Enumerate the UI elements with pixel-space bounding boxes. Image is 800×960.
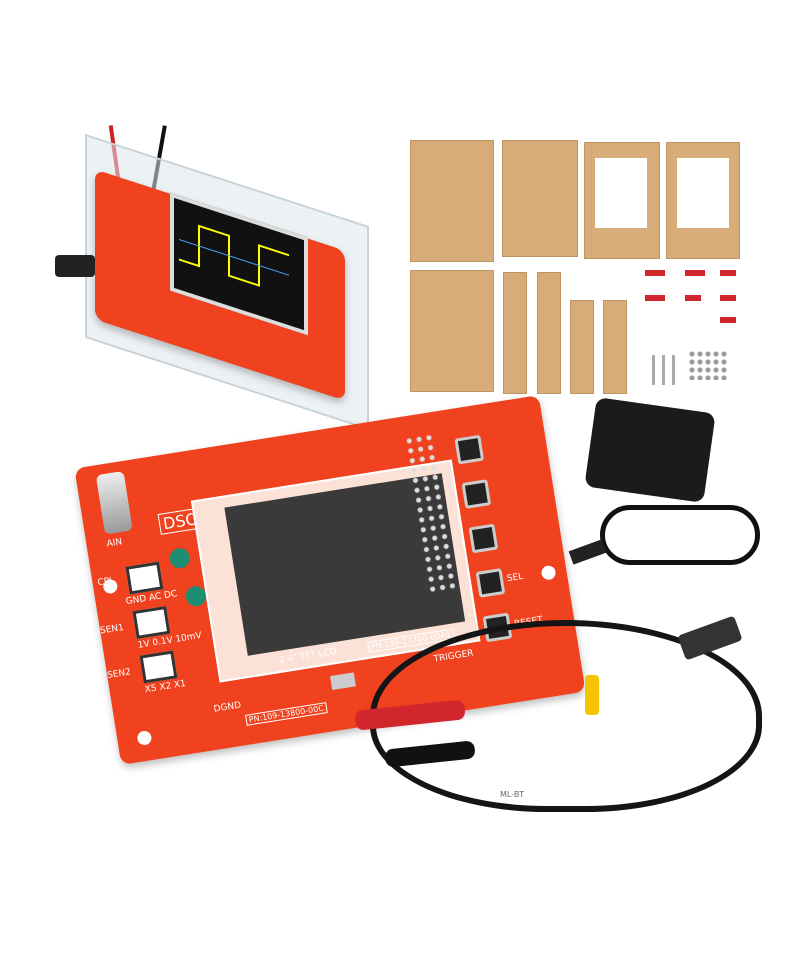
button-plus[interactable] <box>461 479 492 509</box>
case-screen <box>170 192 308 336</box>
button-cap <box>720 270 736 276</box>
button-cap <box>685 295 701 301</box>
button-cap <box>645 295 665 301</box>
usb-port <box>330 672 356 691</box>
button-cap <box>720 317 736 323</box>
board-pn: PN:109-13800-00C <box>245 702 328 726</box>
bnc-connector <box>55 255 95 277</box>
acrylic-panel <box>410 140 494 262</box>
power-adapter <box>584 397 716 503</box>
cable-print: ML-BT <box>500 790 525 799</box>
yellow-tie <box>585 675 599 715</box>
lcd-label: 2.4" TFT LCD <box>278 646 338 666</box>
adapter-cable <box>600 505 760 565</box>
screw <box>652 355 655 385</box>
button-cap <box>685 270 705 276</box>
button-cap <box>720 295 736 301</box>
acrylic-panel <box>410 270 494 392</box>
button-sel[interactable] <box>475 568 506 598</box>
nuts <box>688 350 728 380</box>
button-minus[interactable] <box>468 523 499 554</box>
acrylic-panel <box>584 142 660 259</box>
button-ok[interactable] <box>454 434 485 465</box>
sen1-label: SEN1 <box>99 622 125 637</box>
button-cap <box>645 270 665 276</box>
acrylic-panel <box>666 142 740 259</box>
acrylic-panel <box>502 140 578 257</box>
dgnd-label: DGND <box>213 700 242 715</box>
waveform <box>179 224 289 287</box>
acrylic-strip <box>537 272 561 394</box>
trimmer-cap[interactable] <box>168 546 192 570</box>
sen2-label: SEN2 <box>106 667 132 681</box>
assembled-oscilloscope <box>55 125 375 431</box>
switch-cpl[interactable] <box>125 561 164 595</box>
acrylic-strip <box>570 300 594 394</box>
switch-sen1[interactable] <box>132 605 171 639</box>
screw <box>672 355 675 385</box>
dc-plug <box>568 539 607 565</box>
screw <box>662 355 665 385</box>
acrylic-strip <box>503 272 527 394</box>
switch-sen2[interactable] <box>139 650 178 684</box>
ain-label: AIN <box>105 537 123 550</box>
bnc-input <box>95 470 133 535</box>
acrylic-strip <box>603 300 627 394</box>
sel-label: SEL <box>506 571 525 585</box>
